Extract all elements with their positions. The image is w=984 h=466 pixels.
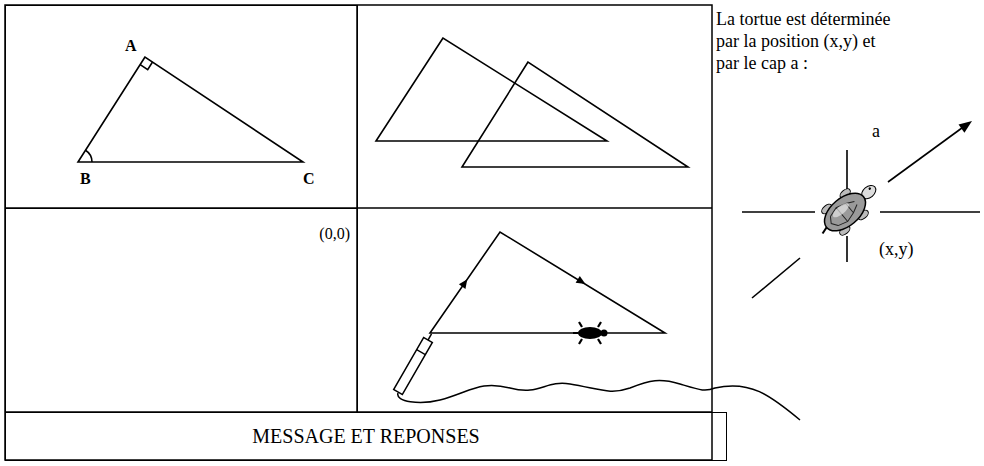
triangle bbox=[462, 62, 688, 167]
turtle-drawing bbox=[810, 174, 886, 246]
caption-text: La tortue est déterminée par la position… bbox=[716, 8, 898, 74]
message-band: MESSAGE ET REPONSES bbox=[5, 412, 727, 461]
screen-turtle bbox=[573, 322, 608, 344]
origin-coordinates: (0,0) bbox=[319, 224, 350, 243]
triangle-abc bbox=[78, 57, 303, 162]
pen-body bbox=[394, 331, 436, 394]
turtle-eye bbox=[868, 187, 871, 190]
vertex-label: B bbox=[80, 169, 91, 188]
arrow-head bbox=[959, 121, 972, 133]
screen-grid bbox=[5, 5, 712, 460]
right-angle-mark bbox=[140, 62, 152, 70]
axis-line bbox=[846, 150, 848, 190]
turtle-legs bbox=[573, 322, 601, 344]
turtle-body bbox=[578, 327, 602, 339]
vertex-label: A bbox=[125, 36, 137, 55]
heading-tail bbox=[752, 258, 800, 298]
translated-triangles bbox=[376, 38, 688, 167]
turtle-shell bbox=[818, 186, 873, 238]
axis-line bbox=[846, 236, 848, 262]
angle-arc bbox=[86, 150, 93, 162]
heading-arrow bbox=[888, 125, 966, 182]
pen-ring bbox=[417, 350, 426, 355]
shell-highlight bbox=[831, 201, 851, 220]
pen-barrel bbox=[394, 338, 433, 395]
axis-line bbox=[880, 211, 980, 213]
triangle bbox=[376, 38, 607, 141]
vertex-label: C bbox=[303, 169, 315, 188]
heading-label: a bbox=[872, 120, 880, 142]
shell-pattern bbox=[825, 196, 861, 230]
pen-tip bbox=[428, 334, 432, 340]
light-pen bbox=[394, 331, 800, 420]
heading-axes bbox=[742, 125, 980, 298]
screen-cell: A B C bbox=[5, 5, 358, 209]
screen-cell: (0,0) bbox=[5, 208, 358, 413]
arrow-marks bbox=[459, 121, 972, 289]
triangle bbox=[430, 232, 665, 333]
band-title: MESSAGE ET REPONSES bbox=[6, 424, 726, 448]
turtle-head bbox=[601, 330, 608, 337]
arrow-head bbox=[576, 276, 586, 284]
triangle bbox=[78, 57, 303, 162]
position-label: (x,y) bbox=[879, 238, 914, 260]
pen-cable bbox=[398, 381, 800, 420]
turtle-path bbox=[430, 232, 665, 333]
axis-line bbox=[742, 211, 815, 213]
screen-frame bbox=[5, 5, 712, 460]
arrow-head bbox=[459, 279, 467, 289]
